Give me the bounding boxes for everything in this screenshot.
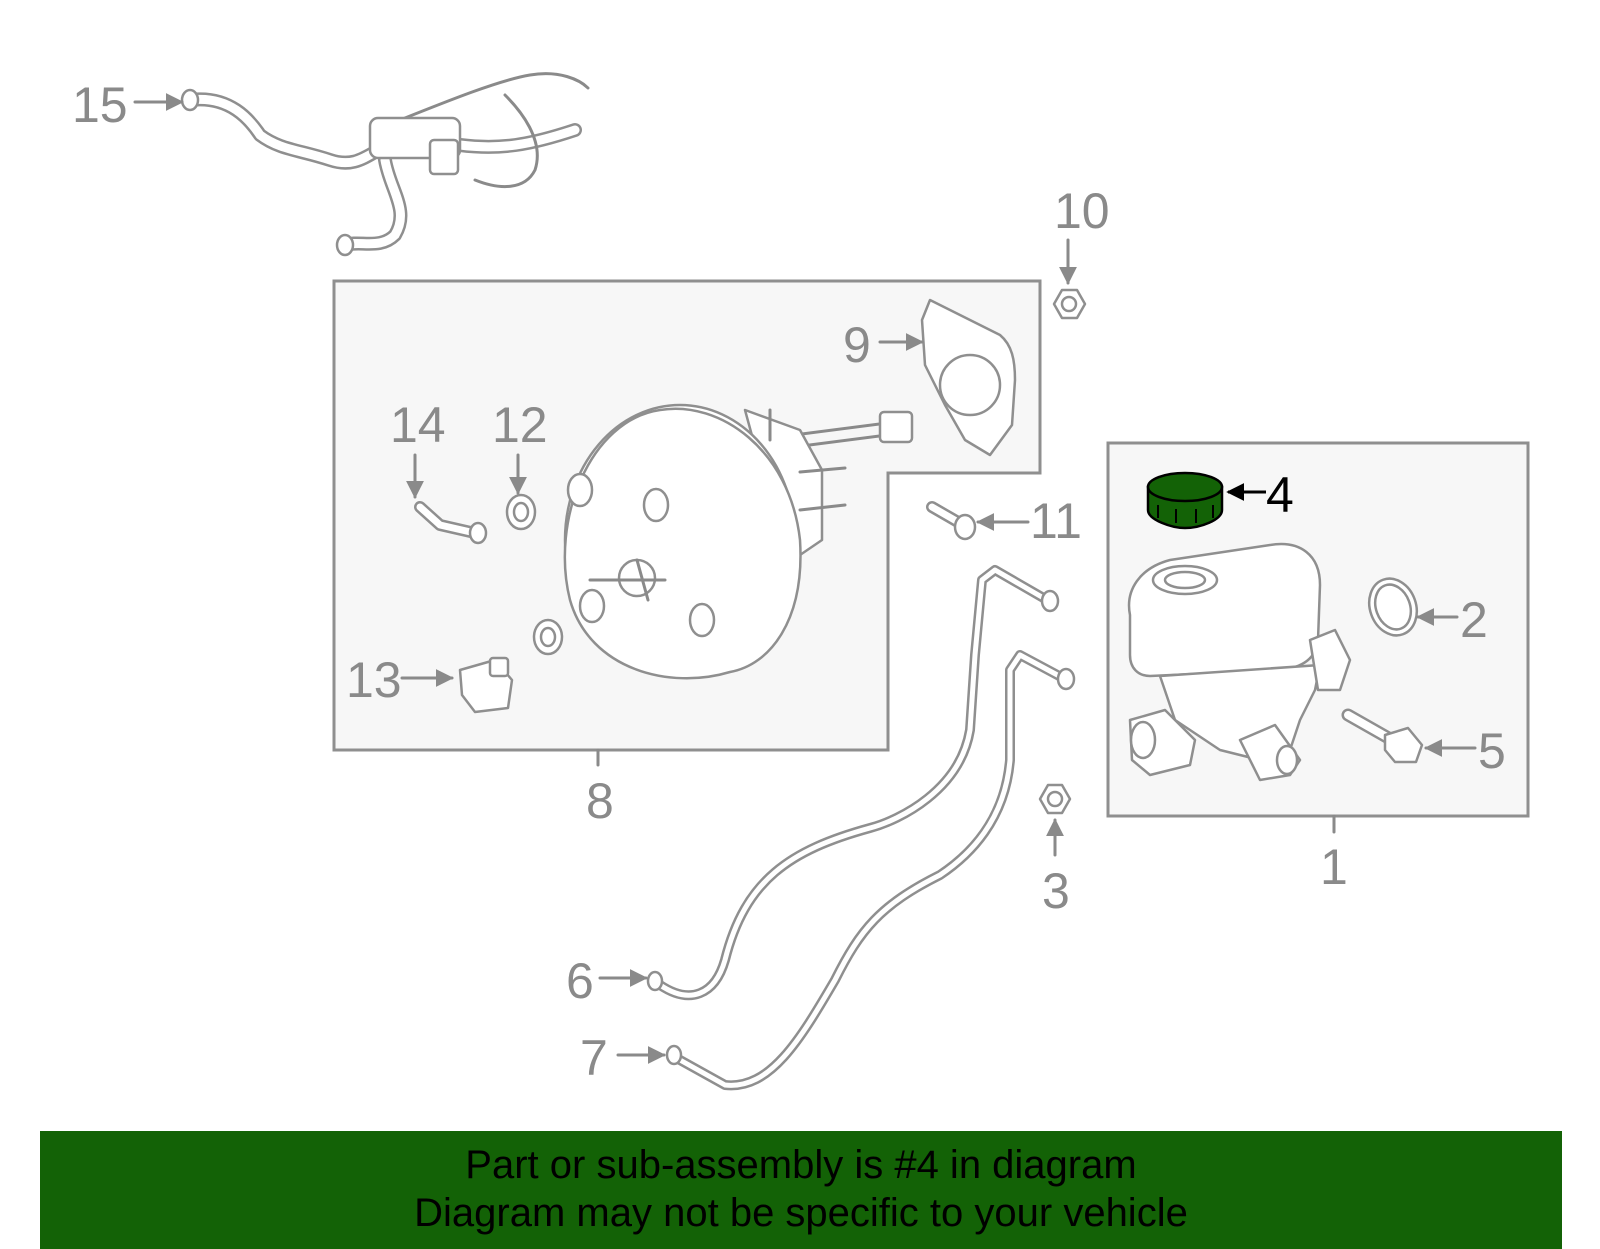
vacuum-hose-assembly[interactable] (180, 72, 590, 257)
reservoir-cap[interactable] (1146, 471, 1224, 530)
mounting-nut-lower[interactable] (1038, 783, 1072, 815)
vacuum-sensor[interactable] (458, 656, 514, 714)
callout-9: 9 (843, 317, 871, 373)
booster-grommet[interactable] (532, 618, 564, 656)
callout-12: 12 (492, 397, 548, 453)
mounting-nut-top[interactable] (1052, 288, 1087, 320)
brake-booster[interactable] (563, 403, 914, 680)
callout-4: 4 (1266, 467, 1294, 523)
brake-line-front[interactable] (646, 565, 1060, 1001)
reservoir-seal[interactable] (1361, 572, 1424, 642)
callout-15: 15 (72, 77, 128, 133)
callout-3: 3 (1042, 863, 1070, 919)
grommet[interactable] (505, 493, 537, 531)
callout-6: 6 (566, 953, 594, 1009)
fluid-level-sensor[interactable] (1341, 708, 1424, 764)
parts-diagram: 15 10 9 14 12 11 13 8 4 2 5 1 3 6 7 (72, 72, 1530, 1091)
callout-13: 13 (346, 652, 402, 708)
callout-11: 11 (1030, 493, 1082, 549)
callout-5: 5 (1478, 723, 1506, 779)
booster-gasket[interactable] (920, 298, 1017, 457)
callout-10: 10 (1054, 183, 1110, 239)
mounting-stud[interactable] (926, 501, 977, 541)
vacuum-hose-fitting[interactable] (414, 501, 488, 545)
callout-8: 8 (586, 773, 614, 829)
callout-7: 7 (580, 1030, 608, 1086)
callout-1: 1 (1320, 839, 1348, 895)
banner-line-1: Part or sub-assembly is #4 in diagram (465, 1143, 1137, 1187)
banner-line-2: Diagram may not be specific to your vehi… (414, 1191, 1188, 1235)
master-cylinder[interactable] (1127, 542, 1352, 782)
callout-14: 14 (390, 397, 446, 453)
brake-line-rear[interactable] (665, 650, 1076, 1091)
callout-2: 2 (1460, 592, 1488, 648)
info-banner: Part or sub-assembly is #4 in diagram Di… (40, 1131, 1562, 1249)
leader-lines (133, 93, 1477, 1064)
